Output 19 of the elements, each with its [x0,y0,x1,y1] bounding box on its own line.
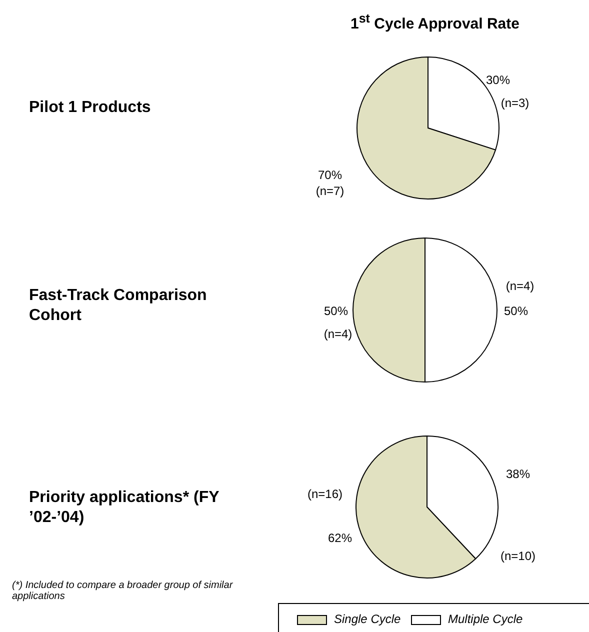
slice-label: 38% [506,467,530,481]
row-heading: Fast-Track Comparison Cohort [29,286,208,326]
slice-label: (n=4) [506,279,534,293]
slice-label: 62% [328,531,352,545]
slice-label: (n=4) [324,327,352,341]
slice-label: 50% [504,304,528,318]
slice-label: 70% [318,168,342,182]
row-heading: Priority applications* (FY ’02-’04) [29,488,220,528]
slice-label: (n=7) [316,184,344,198]
slice-label: 30% [486,73,510,87]
slice-label: (n=10) [500,549,536,563]
row-heading: Pilot 1 Products [29,98,152,118]
slice-label: (n=16) [307,487,343,501]
slice-label: 50% [324,304,348,318]
slice-label: (n=3) [500,96,530,110]
footnote: (*) Included to compare a broader group of similar applications [12,580,234,602]
legend-text: Multiple Cycle [448,612,523,626]
legend-text: Single Cycle [334,612,401,626]
chart-title: 1$^{st}$ Cycle Approval Rate [350,12,520,32]
